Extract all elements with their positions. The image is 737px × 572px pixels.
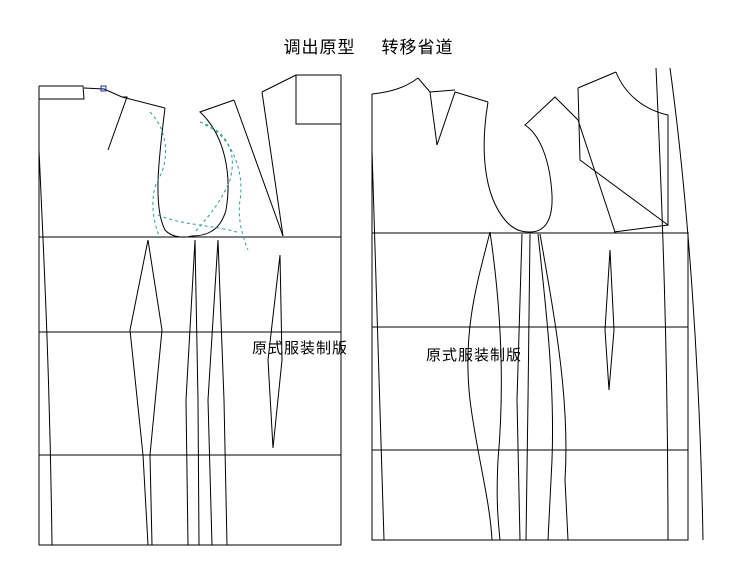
left-center-dart-2 <box>207 239 228 546</box>
left-back-shoulder <box>83 87 166 109</box>
left-pattern-frame <box>38 74 342 546</box>
left-front-armhole <box>191 99 235 237</box>
title-right: 转移省道 <box>381 38 454 58</box>
right-pattern-frame <box>371 94 689 541</box>
right-back-shoulder <box>417 77 489 146</box>
watermark-right: 原式服装制版 <box>426 346 523 364</box>
right-pattern <box>371 67 704 541</box>
right-front-neck <box>615 71 669 225</box>
right-center-front-1 <box>655 67 669 541</box>
left-back-armhole <box>157 107 193 238</box>
left-front-neck <box>261 74 297 237</box>
right-front-panel <box>577 71 670 233</box>
right-front-dart <box>604 249 615 391</box>
left-back-dart <box>129 239 163 546</box>
left-front-dart <box>267 254 283 449</box>
diagram-title: 调出原型 转移省道 <box>0 33 737 58</box>
guide-curve-4 <box>157 214 241 234</box>
title-left: 调出原型 <box>283 38 356 58</box>
guide-curve-1 <box>149 111 167 239</box>
right-center-front-2 <box>669 67 704 541</box>
left-front-shoulder <box>233 99 284 237</box>
right-back-neck <box>371 77 419 95</box>
left-shoulder-dart <box>107 96 128 151</box>
right-front-armhole <box>524 96 579 233</box>
left-collar-box <box>39 85 85 100</box>
watermark-left: 原式服装制版 <box>252 339 349 357</box>
left-center-dart-1 <box>185 239 200 546</box>
guide-curve-2 <box>194 121 233 233</box>
left-pattern <box>38 74 342 546</box>
right-center-dart-2 <box>537 233 569 541</box>
guide-curve-3 <box>204 124 249 251</box>
right-back-dart-curves <box>467 231 502 541</box>
left-guide-curves <box>149 111 249 251</box>
left-side-seam <box>38 149 53 546</box>
left-marker <box>100 85 107 92</box>
right-back-armhole <box>483 101 531 233</box>
right-side-seam <box>371 149 385 541</box>
right-center-dart-1 <box>516 233 531 541</box>
